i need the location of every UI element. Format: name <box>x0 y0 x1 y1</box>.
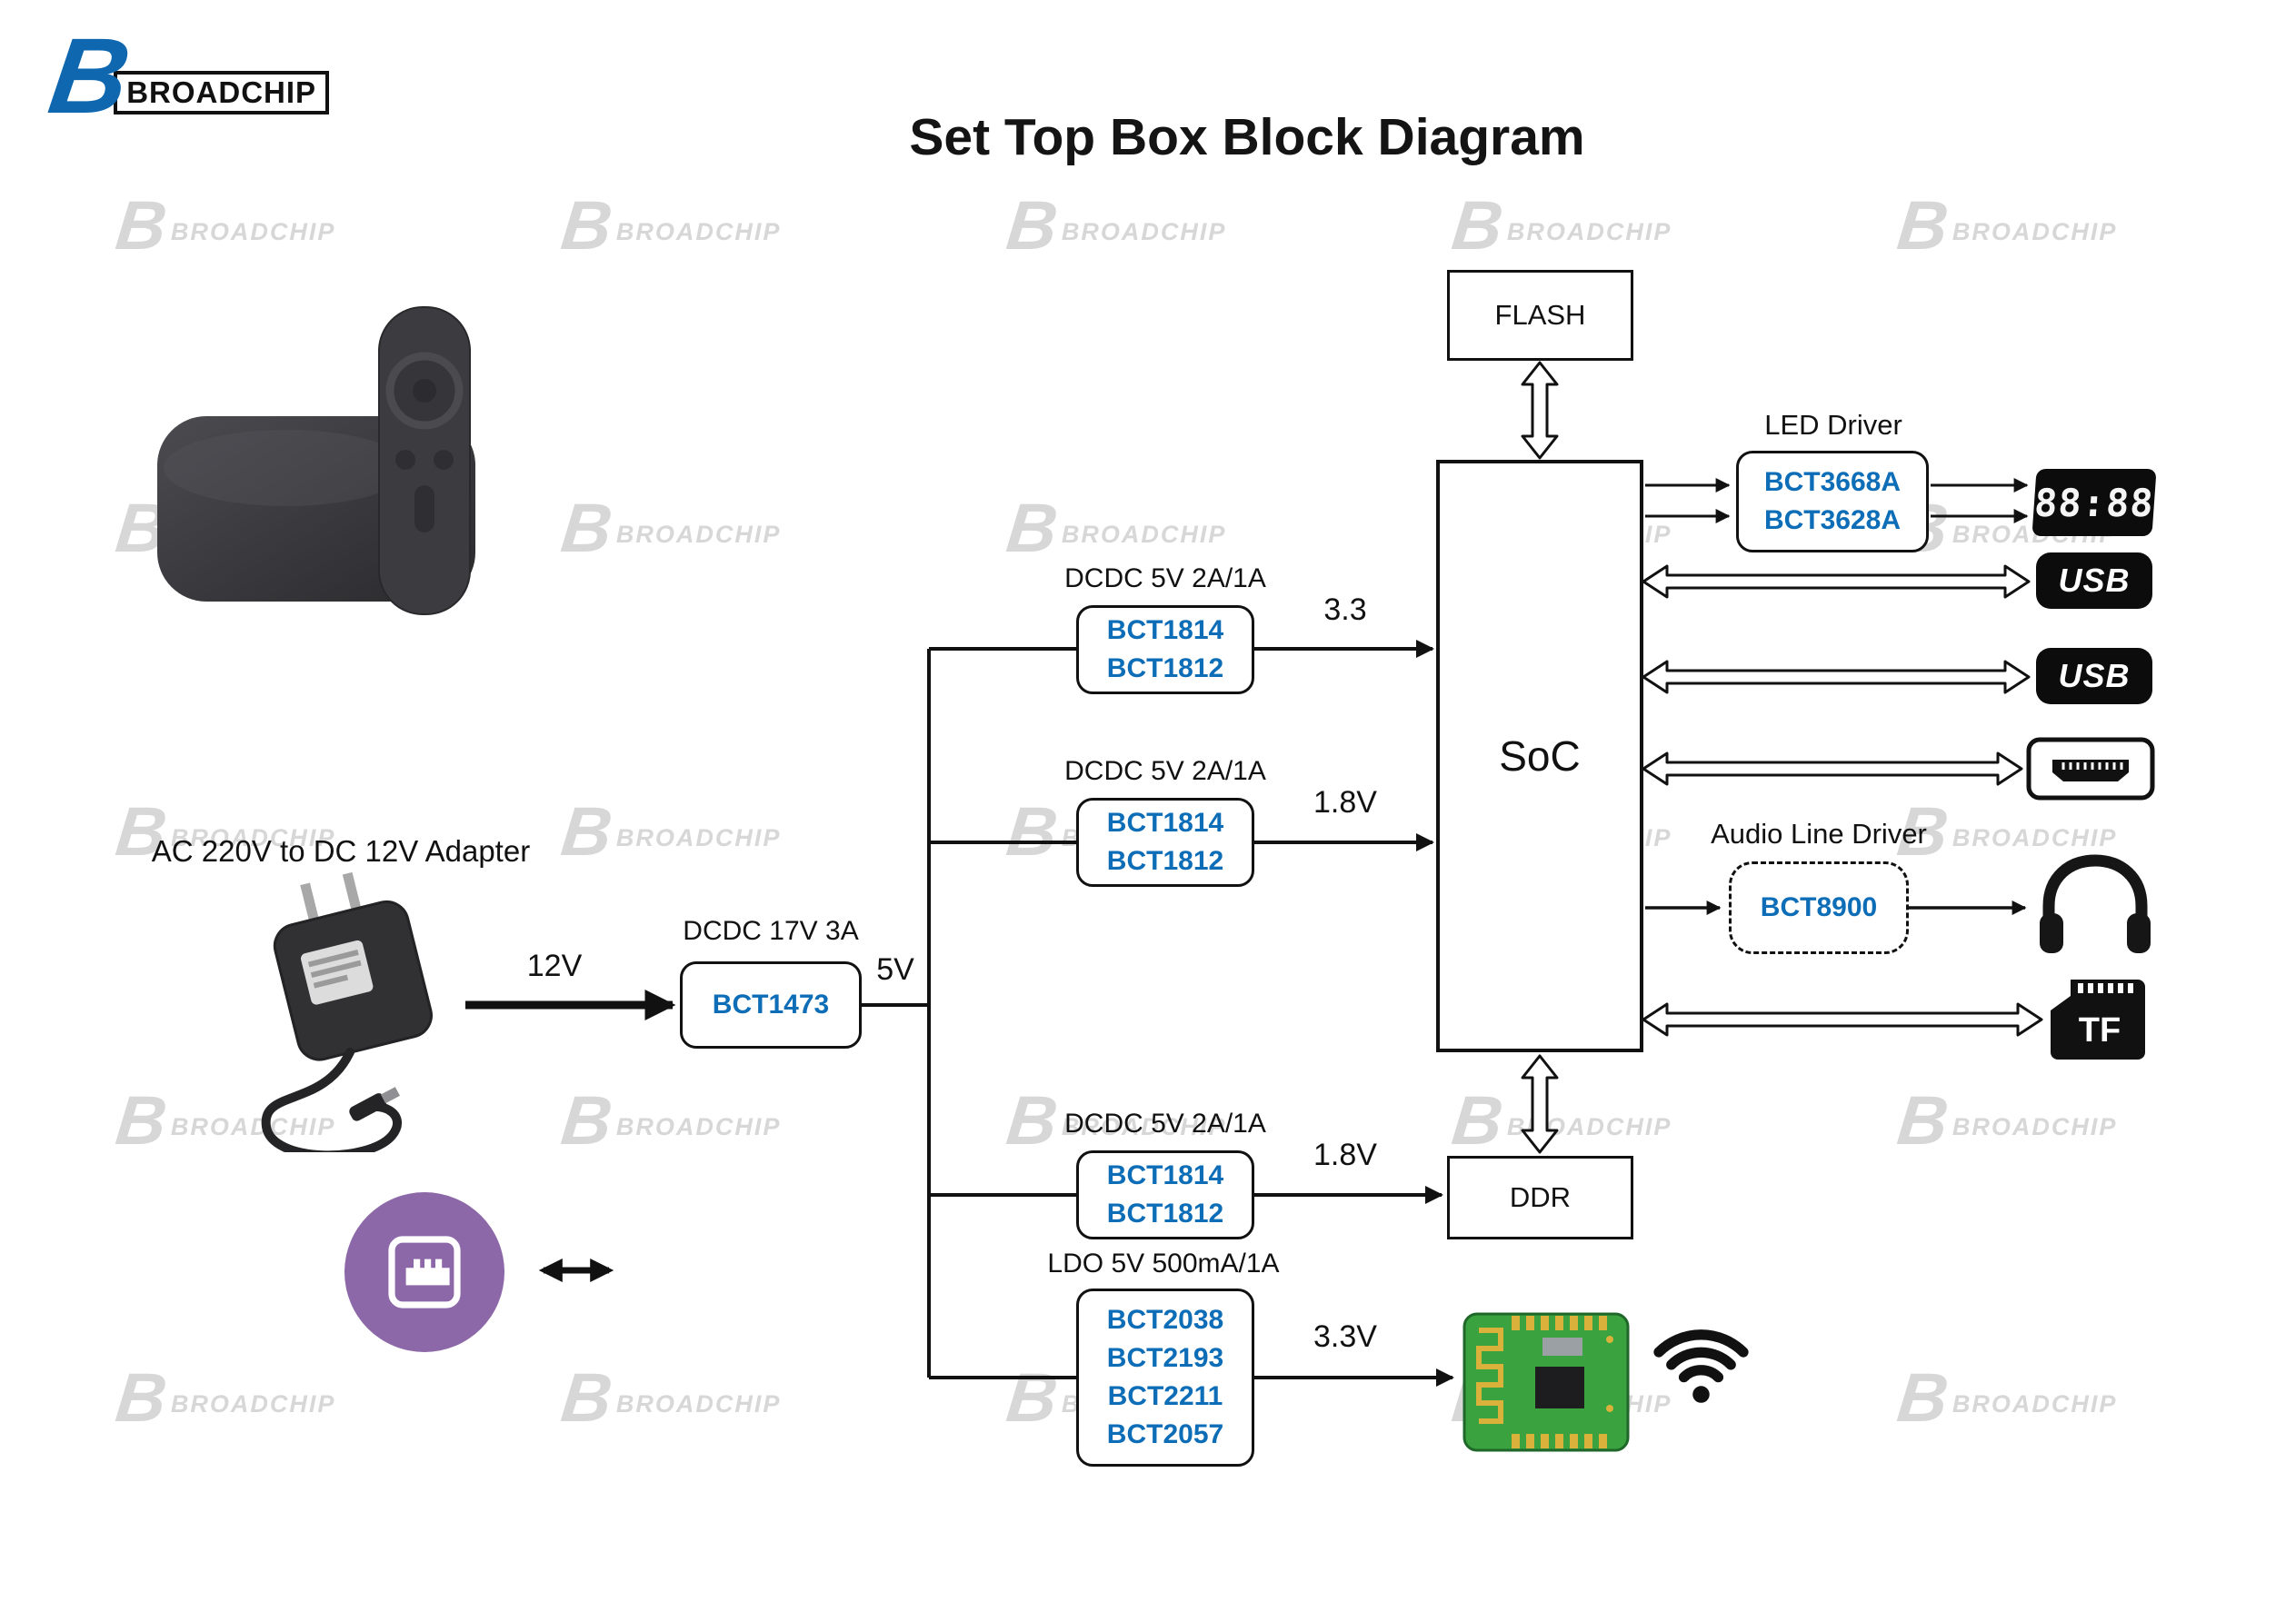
bus-tf <box>1642 1002 2043 1037</box>
usb-icon: USB <box>2036 552 2152 609</box>
label-3v3-wifi: 3.3V <box>1313 1319 1377 1354</box>
ldo-title: LDO 5V 500mA/1A <box>1047 1249 1280 1279</box>
part-number: BCT1814 <box>1106 808 1224 838</box>
adapter-cable <box>261 1048 402 1152</box>
label-5v: 5V <box>876 952 914 987</box>
part-number: BCT2211 <box>1107 1381 1223 1411</box>
headphones-icon <box>2036 848 2154 962</box>
part-number: BCT2057 <box>1106 1419 1224 1449</box>
part-number: BCT3628A <box>1763 505 1902 535</box>
usb-text: USB <box>2058 562 2131 599</box>
audio-driver-block: BCT8900 <box>1729 861 1909 954</box>
part-number: BCT1812 <box>1106 1199 1224 1229</box>
part-number: BCT3668A <box>1763 467 1902 497</box>
ddr-label: DDR <box>1509 1181 1572 1213</box>
hdmi-icon <box>2025 736 2156 801</box>
pcb-antenna <box>1476 1328 1503 1424</box>
label-1v8-soc: 1.8V <box>1313 785 1377 820</box>
usb-icon: USB <box>2036 648 2152 704</box>
logo-b-icon: B <box>42 16 137 136</box>
audio-driver-title: Audio Line Driver <box>1711 818 1927 850</box>
usb-text: USB <box>2058 657 2131 694</box>
remote-control <box>378 306 471 615</box>
flash-block: FLASH <box>1447 270 1633 361</box>
tf-text: TF <box>2079 1011 2121 1050</box>
rail-1v8-soc-title: DCDC 5V 2A/1A <box>1064 756 1266 786</box>
seven-segment-display-icon: 88:88 <box>2031 469 2157 536</box>
broadchip-logo: B BROADCHIP <box>43 16 330 136</box>
part-number: BCT1473 <box>712 990 830 1020</box>
tf-card-icon: TF <box>2047 976 2149 1063</box>
label-3v3: 3.3 <box>1323 592 1367 627</box>
wifi-icon <box>1652 1316 1751 1405</box>
soc-block: SoC <box>1436 460 1643 1052</box>
regulator-1v8-soc: BCT1814 BCT1812 <box>1076 798 1254 887</box>
label-12v: 12V <box>526 949 583 983</box>
soc-label: SoC <box>1499 732 1581 780</box>
bus-hdmi <box>1642 751 2023 786</box>
ethernet-port-icon <box>344 1192 504 1352</box>
led-driver-title: LED Driver <box>1764 409 1902 441</box>
flash-label: FLASH <box>1494 299 1586 331</box>
regulator-bct1473: BCT1473 <box>680 961 862 1049</box>
dc-plug <box>349 1087 400 1121</box>
regulator-1v8-ddr: BCT1814 BCT1812 <box>1076 1150 1254 1239</box>
part-number: BCT1812 <box>1106 846 1224 876</box>
power-adapter-photo <box>214 871 486 1152</box>
part-number: BCT2038 <box>1106 1305 1224 1335</box>
part-number: BCT1814 <box>1106 1160 1224 1190</box>
rail-3v3-title: DCDC 5V 2A/1A <box>1064 563 1266 593</box>
label-1v8-ddr: 1.8V <box>1313 1138 1377 1172</box>
rail-1v8-ddr-title: DCDC 5V 2A/1A <box>1064 1109 1266 1139</box>
ddr-block: DDR <box>1447 1156 1633 1239</box>
part-number: BCT8900 <box>1760 892 1878 922</box>
bus-usb2 <box>1642 660 2031 694</box>
display-digits: 88:88 <box>2032 480 2156 525</box>
regulator-ldo: BCT2038 BCT2193 BCT2211 BCT2057 <box>1076 1289 1254 1467</box>
adapter-caption: AC 220V to DC 12V Adapter <box>151 834 531 868</box>
bus-usb1 <box>1642 564 2031 599</box>
main-dcdc-title: DCDC 17V 3A <box>683 916 859 946</box>
wifi-module-photo <box>1459 1299 1633 1459</box>
led-driver-block: BCT3668A BCT3628A <box>1736 451 1929 552</box>
set-top-box-photo <box>150 300 504 627</box>
regulator-3v3: BCT1814 BCT1812 <box>1076 605 1254 694</box>
part-number: BCT1812 <box>1106 653 1224 683</box>
page-title: Set Top Box Block Diagram <box>909 108 1585 166</box>
part-number: BCT1814 <box>1106 615 1224 645</box>
adapter-body <box>273 871 433 1061</box>
logo-brand-text: BROADCHIP <box>114 71 330 115</box>
bus-soc-ddr <box>1521 1054 1559 1154</box>
part-number: BCT2193 <box>1106 1343 1224 1373</box>
bus-flash-soc <box>1521 361 1559 460</box>
